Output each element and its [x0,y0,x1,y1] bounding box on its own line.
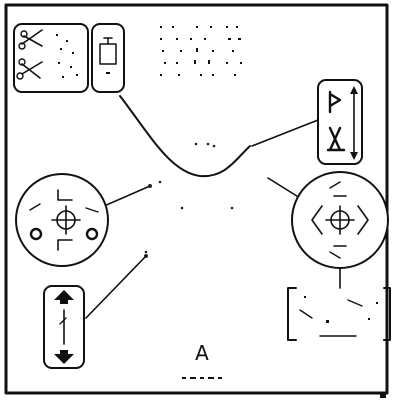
connector-left-dial [103,185,151,207]
scatter-dot [230,206,234,210]
bracket [287,287,391,341]
connector-lower-left [85,255,147,319]
scatter-dot [194,142,198,146]
device-icon [99,37,117,74]
device-panel-frame [91,23,125,93]
scatter-dot [206,142,210,146]
connector-end-dot [148,184,152,188]
left-dial [15,173,109,267]
cutter-panel-frame [13,23,89,93]
crosshair-dial-icon [311,181,369,259]
scatter-dot [180,206,184,210]
up-down-arrows-icon [326,86,358,160]
outer-frame [4,3,389,395]
sub-label-marks [182,377,222,379]
cutter-panel [13,23,89,93]
dotted-text-block [160,26,242,76]
device-panel [91,23,125,93]
right-dial [291,171,389,269]
vertical-arrows-icon [54,290,74,364]
scatter-dot [158,180,162,184]
cutter-panel-marks [56,34,78,78]
corner-mark [380,394,386,398]
scatter-dots [144,142,234,254]
bracket-icon [287,287,391,341]
main-label: A [195,341,209,365]
central-curve [119,95,251,178]
scatter-dot [212,144,216,148]
connector-right-dial [267,177,301,199]
connector-end-dot [144,254,148,258]
vertical-panel [43,285,85,369]
direction-panel [317,79,363,165]
scatter-dot [144,250,148,254]
crosshair-dial-icon [29,189,99,251]
connector-right-top [251,119,319,147]
scissors-icon [16,29,43,80]
